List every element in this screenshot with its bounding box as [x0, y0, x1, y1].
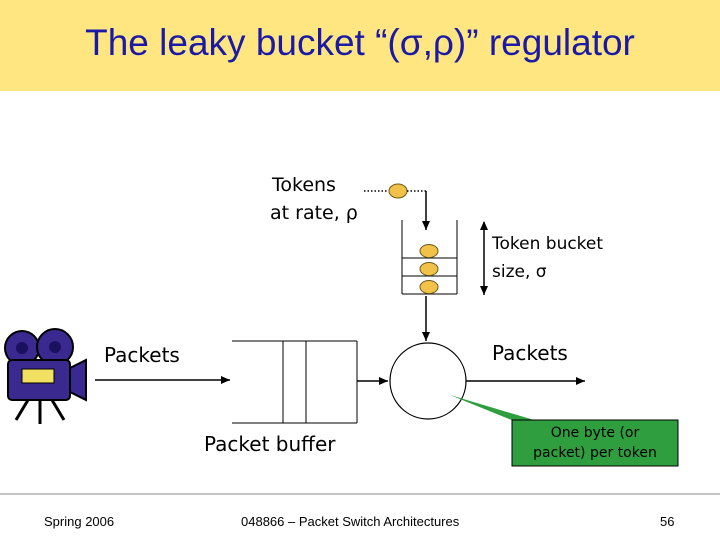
page-number: 56 [660, 514, 675, 529]
callout-pointer [450, 395, 544, 423]
footer-left: Spring 2006 [44, 514, 115, 529]
slide-title: The leaky bucket “(σ,ρ)” regulator [85, 22, 635, 63]
packets-in-label: Packets [104, 343, 180, 367]
packet-buffer [232, 340, 358, 424]
video-camera-icon [4, 328, 87, 424]
footer-center: 048866 – Packet Switch Architectures [241, 514, 460, 529]
bucket-token-3 [419, 280, 439, 294]
callout-line1: One byte (or [550, 425, 640, 441]
packets-out-label: Packets [492, 341, 568, 365]
callout-text: One byte (or packet) per token [512, 423, 678, 463]
packet-buffer-label: Packet buffer [204, 432, 336, 456]
callout-box [511, 419, 679, 467]
bucket-token-2 [419, 262, 439, 276]
bucket-token-1 [419, 244, 439, 258]
token-bucket [401, 220, 458, 295]
tokens-label-line1: Tokens [272, 174, 336, 196]
callout-line2: packet) per token [533, 445, 657, 461]
tokens-label-line2: at rate, ρ [270, 202, 358, 224]
incoming-token [388, 183, 408, 199]
regulator-circle [389, 342, 467, 420]
bucket-label-line2: size, σ [492, 262, 547, 282]
bucket-label-line1: Token bucket [492, 234, 604, 254]
title-bar [0, 0, 720, 91]
